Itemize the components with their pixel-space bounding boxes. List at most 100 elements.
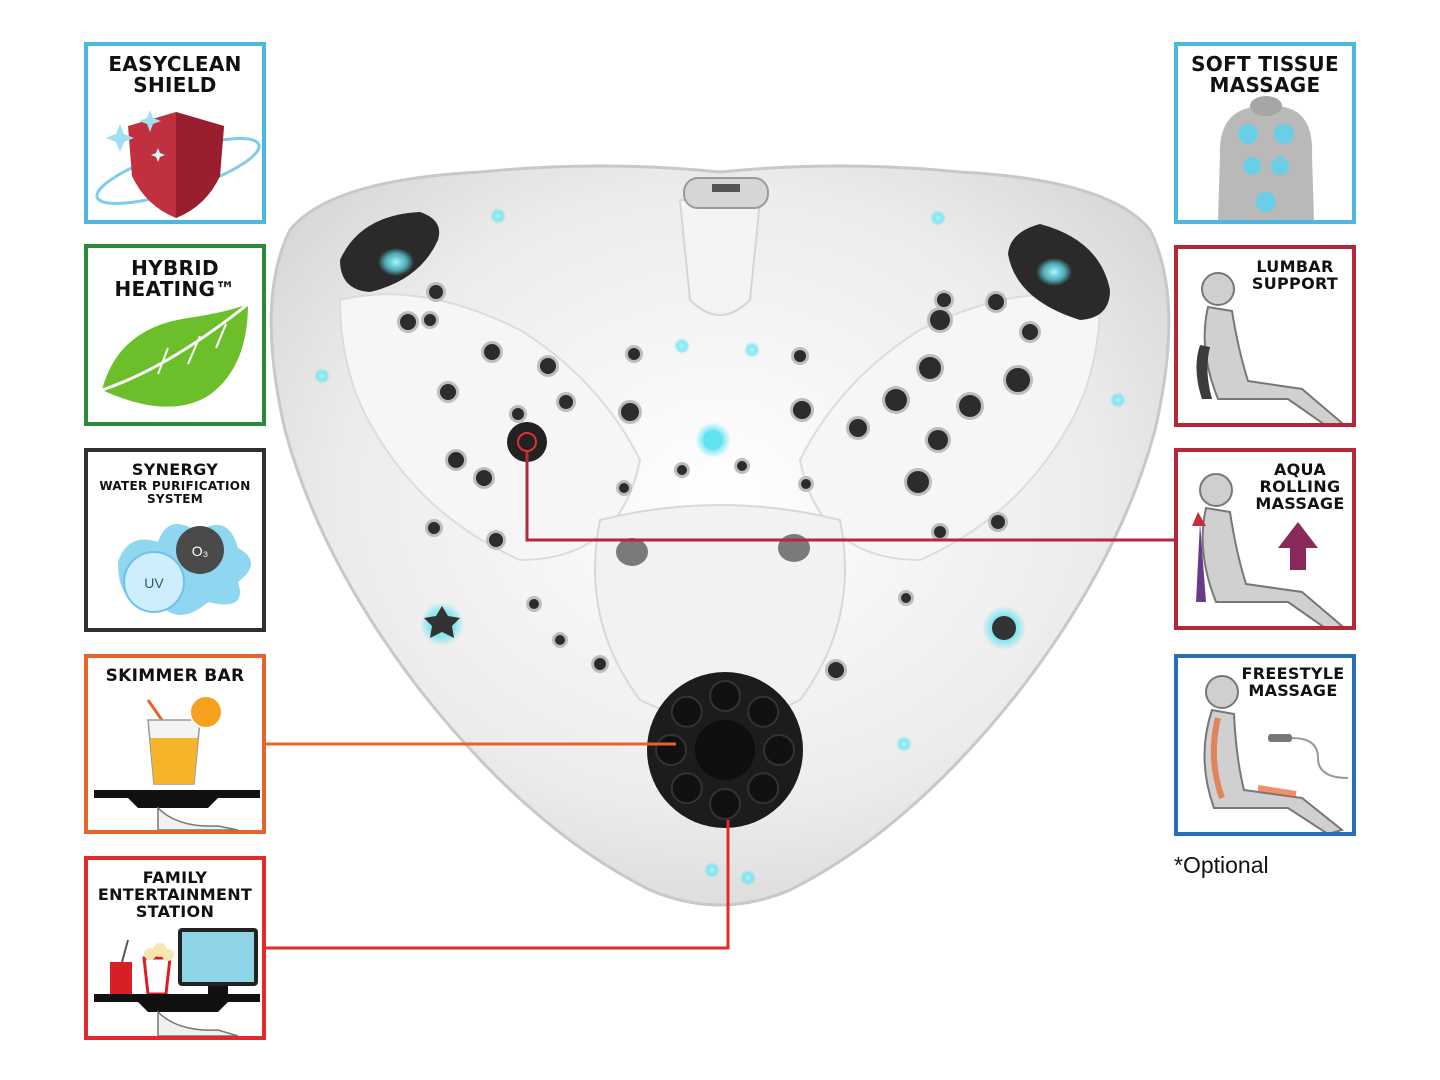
feature-title: AQUA ROLLING MASSAGE <box>1255 460 1345 513</box>
jet-nozzle <box>919 357 941 379</box>
jet-nozzle <box>737 461 747 471</box>
suction-grate <box>778 534 810 562</box>
jet-nozzle <box>476 470 492 486</box>
jet-nozzle <box>540 358 556 374</box>
jet-nozzle <box>1006 368 1030 392</box>
jet-nozzle <box>849 419 867 437</box>
jet-nozzle <box>448 452 464 468</box>
jet <box>421 311 439 329</box>
aqua-rolling-jet <box>507 422 547 462</box>
feature-title: FAMILY ENTERTAINMENT STATION <box>97 868 253 921</box>
jet-nozzle <box>594 658 606 670</box>
footwell <box>594 504 846 721</box>
cup-holder <box>655 734 687 766</box>
jet <box>425 519 443 537</box>
tub-shell <box>269 164 1171 907</box>
jet-nozzle <box>885 389 907 411</box>
pod-left <box>420 602 464 646</box>
feature-title: HYBRID HEATING™ <box>114 256 236 301</box>
center-divider <box>678 199 762 316</box>
callout-line-aqua-rolling <box>525 452 1176 542</box>
jet <box>925 427 951 453</box>
jet <box>437 381 459 403</box>
jet-nozzle <box>991 515 1005 529</box>
jet <box>790 398 814 422</box>
jet <box>791 347 809 365</box>
feature-title: FREESTYLE MASSAGE <box>1241 664 1345 700</box>
feature-tile-family-entertainment: FAMILY ENTERTAINMENT STATION <box>84 856 266 1040</box>
cup-holder <box>747 772 780 805</box>
jet-nozzle <box>959 395 981 417</box>
cup-holder <box>670 695 703 728</box>
accent-light <box>674 338 690 354</box>
pod-right <box>982 606 1026 650</box>
suction-grate <box>616 538 648 566</box>
callout-line-family-station <box>266 820 730 950</box>
jet-nozzle <box>901 593 911 603</box>
jet <box>526 596 542 612</box>
jet <box>916 354 944 382</box>
jet <box>509 405 527 423</box>
jet-nozzle <box>930 310 950 330</box>
headrest-right <box>1008 224 1110 320</box>
cup-holder <box>709 788 741 820</box>
center-light <box>695 422 731 458</box>
feature-title: SYNERGY <box>131 460 219 479</box>
jet-nozzle <box>1022 324 1038 340</box>
seat-well-right <box>798 293 1102 562</box>
jet-nozzle <box>512 408 524 420</box>
jet <box>927 307 953 333</box>
jet <box>1003 365 1033 395</box>
jet-nozzle <box>793 401 811 419</box>
jet-nozzle <box>934 526 946 538</box>
accent-light <box>490 208 506 224</box>
cup-holder <box>670 772 703 805</box>
entertainment-tray-icon <box>94 928 260 1036</box>
jet <box>426 282 446 302</box>
feature-tile-freestyle-massage: FREESTYLE MASSAGE <box>1174 654 1356 836</box>
feature-tile-easyclean-shield: EASYCLEAN SHIELD <box>84 42 266 224</box>
shield-icon <box>95 110 261 218</box>
jet <box>556 392 576 412</box>
jet <box>552 632 568 648</box>
jet <box>481 341 503 363</box>
feature-tile-aqua-rolling-massage: AQUA ROLLING MASSAGE <box>1174 448 1356 630</box>
feature-title: EASYCLEAN SHIELD <box>108 52 242 97</box>
accent-light <box>740 870 756 886</box>
feature-title: SKIMMER BAR <box>105 666 245 686</box>
feature-title: SOFT TISSUE MASSAGE <box>1191 52 1339 97</box>
jet <box>985 291 1007 313</box>
jet <box>882 386 910 414</box>
feature-subtitle: WATER PURIFICATION SYSTEM <box>99 479 251 506</box>
feature-tile-soft-tissue-massage: SOFT TISSUE MASSAGE <box>1174 42 1356 224</box>
jet-nozzle <box>484 344 500 360</box>
cup-holder <box>709 680 741 712</box>
jet <box>934 290 954 310</box>
jet-nozzle <box>529 599 539 609</box>
jet <box>846 416 870 440</box>
jet <box>931 523 949 541</box>
jet-nozzle <box>440 384 456 400</box>
jet <box>625 345 643 363</box>
uv-sphere <box>123 551 185 613</box>
accent-light <box>744 342 760 358</box>
jet <box>591 655 609 673</box>
jet <box>674 462 690 478</box>
jet <box>1019 321 1041 343</box>
jet-nozzle <box>628 348 640 360</box>
jet <box>988 512 1008 532</box>
handheld-massager-icon <box>1203 675 1349 832</box>
jet-nozzle <box>619 483 629 493</box>
jet-nozzle <box>555 635 565 645</box>
jet-nozzle <box>559 395 573 409</box>
jet <box>473 467 495 489</box>
accent-light <box>896 736 912 752</box>
feature-tile-hybrid-heating: HYBRID HEATING™ <box>84 244 266 426</box>
jet <box>616 480 632 496</box>
jet-nozzle <box>677 465 687 475</box>
seated-figure-icon <box>1196 272 1344 423</box>
jet <box>898 590 914 606</box>
jet-nozzle <box>801 479 811 489</box>
cup-holder <box>747 695 780 728</box>
uv-label: UV <box>144 575 164 591</box>
